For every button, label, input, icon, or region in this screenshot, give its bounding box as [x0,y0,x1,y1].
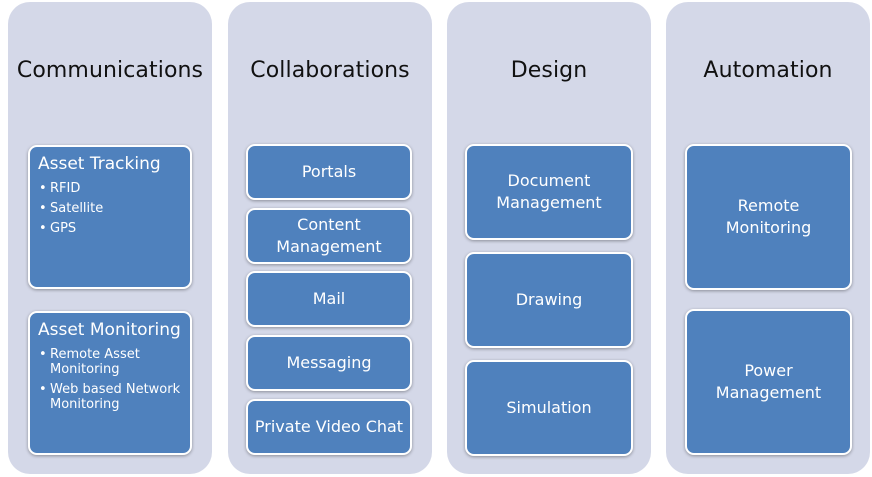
column-title-collaborations: Collaborations [250,58,410,83]
item-mail: Mail [246,271,412,327]
column-automation: Automation Remote Monitoring Power Manag… [666,2,870,474]
column-title-automation: Automation [703,58,833,83]
column-title-design: Design [510,58,588,83]
bullet-web-based-network-monitoring: Web based Network Monitoring [38,382,182,412]
bullet-gps: GPS [38,221,182,236]
bullet-satellite: Satellite [38,201,182,216]
column-design: Design Document Management Drawing Simul… [447,2,651,474]
bullet-remote-asset-monitoring: Remote Asset Monitoring [38,347,182,377]
item-portals: Portals [246,144,412,200]
column-communications: Communications Asset Tracking RFID Satel… [8,2,212,474]
group-title-asset-monitoring: Asset Monitoring [38,320,181,340]
item-messaging: Messaging [246,335,412,391]
group-asset-monitoring: Asset Monitoring Remote Asset Monitoring… [28,311,192,455]
item-drawing: Drawing [465,252,633,348]
column-collaborations: Collaborations Portals Content Managemen… [228,2,432,474]
item-private-video-chat: Private Video Chat [246,399,412,455]
bullet-rfid: RFID [38,181,182,196]
bullet-list-asset-monitoring: Remote Asset Monitoring Web based Networ… [38,347,182,412]
bullet-list-asset-tracking: RFID Satellite GPS [38,181,182,236]
item-content-management: Content Management [246,208,412,264]
group-asset-tracking: Asset Tracking RFID Satellite GPS [28,145,192,289]
item-power-management: Power Management [685,309,852,455]
item-simulation: Simulation [465,360,633,456]
item-document-management: Document Management [465,144,633,240]
column-title-communications: Communications [16,58,204,83]
group-title-asset-tracking: Asset Tracking [38,154,161,174]
item-remote-monitoring: Remote Monitoring [685,144,852,290]
